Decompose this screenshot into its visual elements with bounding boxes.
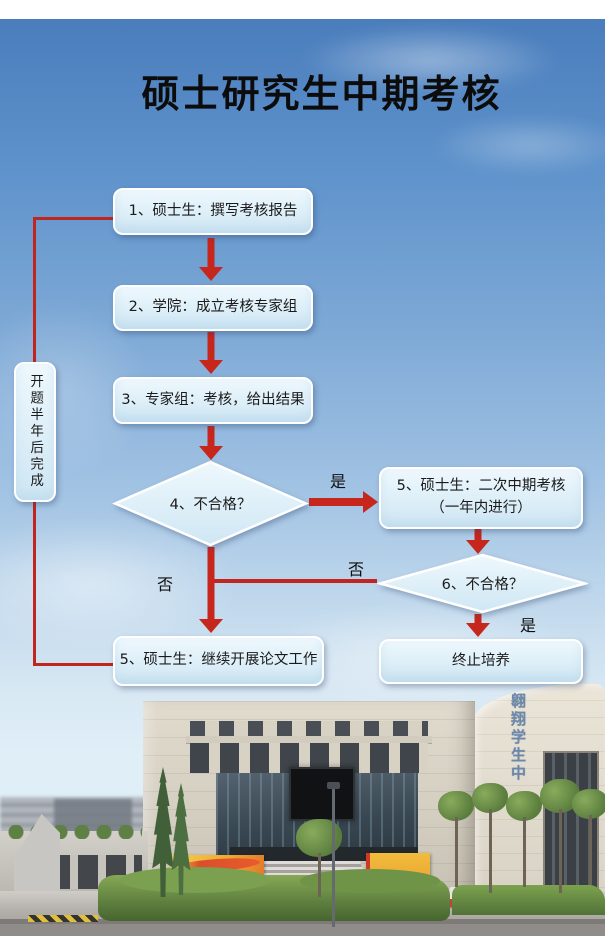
arrow-step1-to-step2: [198, 238, 224, 281]
edge-label-d4-no: 否: [157, 575, 174, 594]
arrow-retry-to-decision6: [465, 529, 491, 554]
arrow-head: [199, 619, 223, 633]
arrow-step3-to-decision4: [198, 426, 224, 460]
tree-canopy: [472, 783, 508, 813]
colonnade-beam: [186, 736, 432, 743]
connector-line-bottom: [33, 663, 113, 666]
colonnade-upper: [190, 721, 428, 736]
arrow-head: [466, 623, 490, 637]
arrow-stem: [207, 332, 215, 361]
flow-decision-6-diamond: 6、不合格？: [377, 553, 588, 614]
connector-line-no6: [211, 579, 377, 583]
arrow-head: [199, 267, 223, 281]
tree-canopy: [506, 791, 542, 821]
decision-6-label: 6、不合格？: [441, 577, 524, 593]
flow-decision-4-diamond: 4、不合格？: [112, 460, 309, 547]
tree-trunk: [318, 853, 321, 897]
diamond-shape: [112, 460, 309, 547]
arrow-stem: [207, 238, 215, 268]
street-lamp-head: [327, 782, 340, 789]
conifer-tree: [152, 767, 174, 897]
cloud: [430, 115, 605, 175]
road-strip: [0, 924, 605, 936]
arrow-decision6-yes-down: [465, 614, 491, 637]
tree-trunk: [489, 809, 492, 893]
edge-label-d6-yes: 是: [520, 616, 537, 635]
street-lamp-pole: [332, 787, 335, 927]
tree-trunk: [559, 809, 562, 893]
arrow-decision4-no-down: [198, 547, 224, 633]
arrow-stem: [309, 498, 364, 506]
connector-line-top: [33, 217, 113, 220]
building-sign-vertical-text: 翱翔学生中: [509, 693, 527, 783]
flow-step-1-box: 1、硕士生：撰写考核报告: [113, 188, 313, 235]
slide-canvas: 翱翔学生中: [0, 19, 605, 936]
flow-retry-line2: （一年内进行）: [430, 500, 532, 516]
arrow-stem: [474, 529, 482, 541]
flow-continue-box: 5、硕士生：继续开展论文工作: [113, 636, 324, 686]
edge-label-d4-yes: 是: [330, 472, 347, 491]
flow-step-2-box: 2、学院：成立考核专家组: [113, 285, 313, 331]
flow-step-3-box: 3、专家组：考核，给出结果: [113, 377, 313, 424]
hedge-blob: [120, 867, 270, 893]
edge-label-d6-no: 否: [348, 560, 365, 579]
arrow-decision4-yes: [309, 491, 378, 513]
arrow-stem: [207, 547, 215, 620]
flow-retry-line1: 5、硕士生：二次中期考核: [396, 478, 566, 495]
arrow-stem: [474, 614, 482, 624]
page-title: 硕士研究生中期考核: [141, 72, 502, 116]
arrow-head: [199, 360, 223, 374]
hedge-blob: [300, 869, 440, 893]
conifer-tree: [171, 783, 191, 895]
arrow-step2-to-step3: [198, 332, 224, 374]
flow-terminate-box: 终止培养: [379, 639, 583, 684]
hazard-marking: [28, 915, 98, 922]
tree-trunk: [455, 817, 458, 887]
tree-trunk: [589, 815, 592, 885]
decision-4-label: 4、不合格？: [169, 497, 252, 513]
cloud: [300, 25, 560, 95]
arrow-head: [363, 491, 378, 513]
led-screen: [289, 767, 355, 821]
arrow-head: [466, 540, 490, 554]
tree-canopy: [572, 789, 605, 819]
tree-canopy: [438, 791, 474, 821]
flow-retry-box: 5、硕士生：二次中期考核 （一年内进行）: [379, 467, 583, 529]
campus-photo-background: 翱翔学生中: [0, 679, 605, 936]
tree-trunk: [523, 817, 526, 887]
arrow-stem: [207, 426, 215, 447]
diamond-shape: [377, 553, 588, 614]
side-note-box: 开题半年后完成: [14, 362, 56, 502]
arrow-head: [199, 446, 223, 460]
hedge-right: [452, 885, 605, 915]
